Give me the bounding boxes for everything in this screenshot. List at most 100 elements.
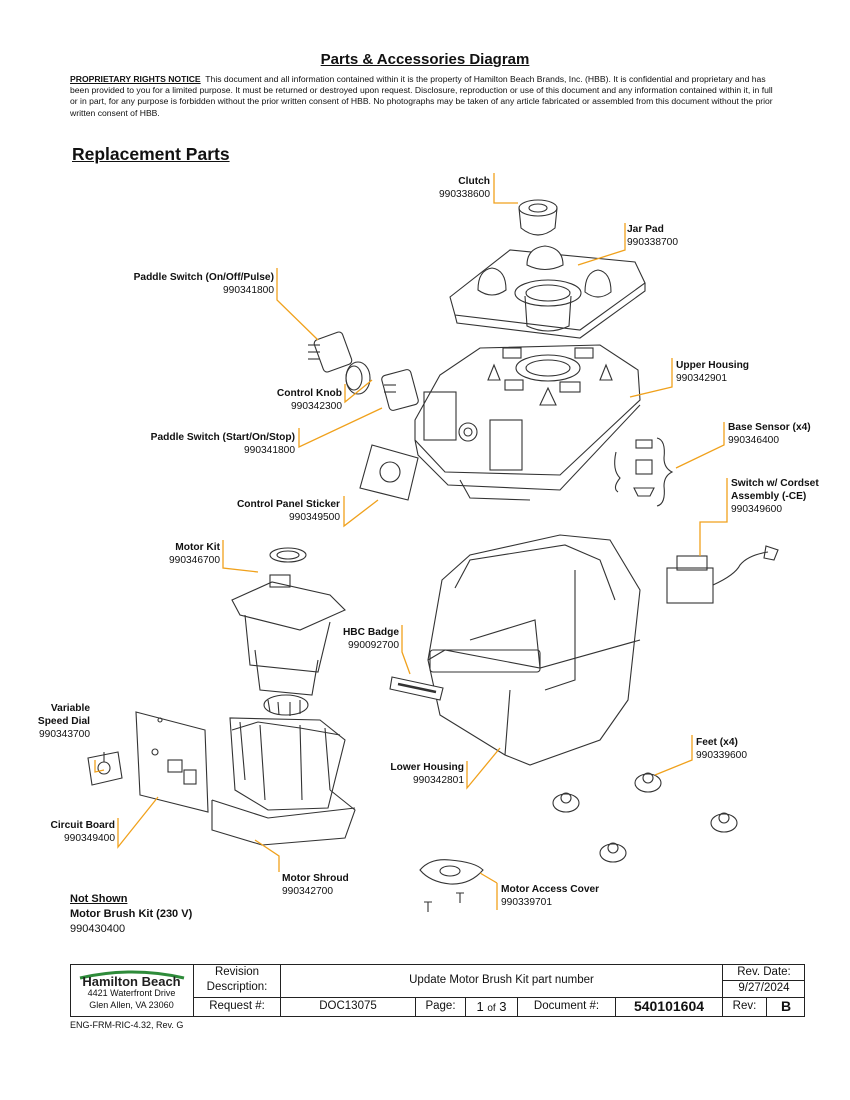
not-shown-item: Motor Brush Kit (230 V) <box>70 908 193 920</box>
part-label-upper-housing: Upper Housing 990342901 <box>676 359 749 385</box>
page-number: 1 <box>476 999 484 1014</box>
part-number: 990339701 <box>501 897 552 908</box>
lower-housing-drawing <box>427 534 641 766</box>
part-number: 990343700 <box>39 729 90 740</box>
part-name-line2: Speed Dial <box>37 716 90 727</box>
section-title: Replacement Parts <box>72 144 230 164</box>
part-name: Variable <box>50 703 90 714</box>
part-number: 990349600 <box>731 504 782 515</box>
page-indicator: 1 of 3 <box>466 999 517 1014</box>
rev-letter: B <box>780 998 792 1014</box>
part-name: Circuit Board <box>50 820 115 831</box>
part-name: Jar Pad <box>627 224 664 235</box>
part-label-clutch: Clutch 990338600 <box>439 175 490 201</box>
part-label-feet: Feet (x4) 990339600 <box>696 736 747 762</box>
page-label: Page: <box>425 1000 456 1012</box>
part-name: Control Panel Sticker <box>236 499 340 510</box>
part-label-speed-dial: Variable Speed Dial 990343700 <box>38 702 90 741</box>
part-label-control-knob: Control Knob 990342300 <box>277 387 342 413</box>
not-shown-number: 990430400 <box>70 923 126 935</box>
part-number: 990092700 <box>348 640 399 651</box>
document-label: Document #: <box>533 1000 600 1012</box>
part-label-control-panel-sticker: Control Panel Sticker 990349500 <box>237 498 340 524</box>
part-number: 990346700 <box>169 555 220 566</box>
proprietary-notice: PROPRIETARY RIGHTS NOTICE This document … <box>70 74 782 119</box>
part-number: 990349500 <box>289 512 340 523</box>
not-shown-note: Not Shown Motor Brush Kit (230 V) 990430… <box>70 892 192 937</box>
jar-pad-drawing <box>449 245 646 339</box>
part-name: Control Knob <box>276 388 342 399</box>
part-number: 990349400 <box>64 833 115 844</box>
part-label-base-sensor: Base Sensor (x4) 990346400 <box>728 421 811 447</box>
circuit-board-drawing <box>135 711 209 813</box>
rev-label: Rev: <box>732 1000 757 1012</box>
rev-date-label: Rev. Date: <box>737 966 791 978</box>
part-label-lower-housing: Lower Housing 990342801 <box>390 761 464 787</box>
upper-housing-drawing <box>414 344 641 501</box>
paddle-switch-start-drawing <box>381 369 419 411</box>
base-sensor-drawing <box>614 437 674 507</box>
part-number: 990341800 <box>244 445 295 456</box>
part-number: 990339600 <box>696 750 747 761</box>
address-line2: Glen Allen, VA 23060 <box>89 1000 174 1010</box>
clutch-drawing <box>518 199 558 236</box>
motor-access-cover-drawing <box>419 859 484 912</box>
request-label: Request #: <box>209 1000 265 1012</box>
part-label-paddle-switch-start: Paddle Switch (Start/On/Stop) 990341800 <box>151 431 295 457</box>
form-id: ENG-FRM-RIC-4.32, Rev. G <box>70 1020 184 1030</box>
part-name: Paddle Switch (Start/On/Stop) <box>150 432 295 443</box>
part-label-paddle-switch-pulse: Paddle Switch (On/Off/Pulse) 990341800 <box>134 271 274 297</box>
page-of: of <box>487 1003 496 1014</box>
control-knob-drawing <box>345 361 371 395</box>
notice-heading: PROPRIETARY RIGHTS NOTICE <box>70 74 201 84</box>
page-total: 3 <box>499 999 507 1014</box>
title-block: Hamilton Beach 4421 Waterfront Drive Gle… <box>70 964 805 1017</box>
exploded-parts-diagram <box>87 173 779 912</box>
notice-text: This document and all information contai… <box>70 74 773 118</box>
part-name: Switch w/ Cordset <box>731 478 819 489</box>
part-name: Motor Access Cover <box>501 884 600 895</box>
part-name-line2: Assembly (-CE) <box>731 491 807 502</box>
document-number: 540101604 <box>633 998 705 1014</box>
hbc-badge-drawing <box>389 676 444 701</box>
part-number: 990342700 <box>282 886 333 897</box>
feet-drawing <box>552 772 738 863</box>
part-number: 990341800 <box>223 285 274 296</box>
part-name: Feet (x4) <box>696 737 738 748</box>
part-number: 990338700 <box>627 237 678 248</box>
hamilton-beach-logo: Hamilton Beach <box>82 974 181 989</box>
description-label: Description: <box>206 981 268 993</box>
part-label-motor-shroud: Motor Shroud 990342700 <box>282 872 349 898</box>
part-number: 990346400 <box>728 435 779 446</box>
part-name: Motor Kit <box>175 542 220 553</box>
request-number: DOC13075 <box>319 1000 377 1012</box>
part-number: 990342801 <box>413 775 464 786</box>
part-name: Motor Shroud <box>282 873 349 884</box>
paddle-switch-pulse-drawing <box>308 331 353 373</box>
part-label-jar-pad: Jar Pad 990338700 <box>627 223 678 249</box>
speed-dial-drawing <box>87 751 123 786</box>
part-name: Paddle Switch (On/Off/Pulse) <box>133 272 274 283</box>
revision-label: Revision <box>214 966 260 978</box>
part-number: 990342901 <box>676 373 727 384</box>
control-panel-sticker-drawing <box>359 444 419 501</box>
part-label-circuit-board: Circuit Board 990349400 <box>50 819 115 845</box>
motor-kit-drawing <box>231 547 346 716</box>
part-name: Lower Housing <box>390 762 464 773</box>
part-number: 990342300 <box>291 401 342 412</box>
leader-lines <box>94 173 728 910</box>
revision-description: Update Motor Brush Kit part number <box>409 974 594 986</box>
part-name: HBC Badge <box>342 627 399 638</box>
motor-shroud-drawing <box>211 717 356 846</box>
document-title: Parts & Accessories Diagram <box>320 51 530 68</box>
part-label-motor-access-cover: Motor Access Cover 990339701 <box>501 883 599 909</box>
part-label-switch-cordset: Switch w/ Cordset Assembly (-CE) 9903496… <box>731 477 819 516</box>
switch-cordset-drawing <box>666 545 779 604</box>
logo-swoosh <box>79 970 185 980</box>
rev-date: 9/27/2024 <box>738 982 790 994</box>
part-number: 990338600 <box>439 189 490 200</box>
part-label-motor-kit: Motor Kit 990346700 <box>169 541 220 567</box>
part-name: Clutch <box>458 176 490 187</box>
address-line1: 4421 Waterfront Drive <box>87 988 176 998</box>
not-shown-heading: Not Shown <box>70 893 128 905</box>
